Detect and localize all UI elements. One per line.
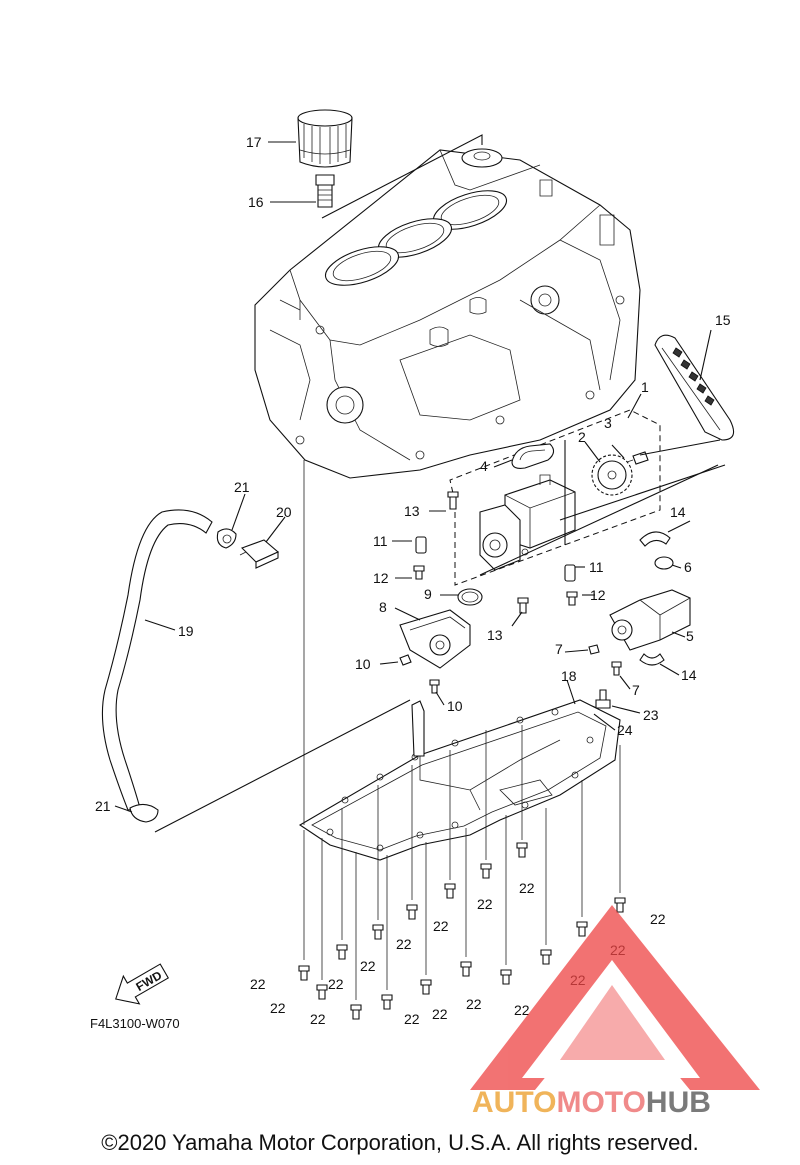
breather-hose — [101, 509, 213, 811]
dowel-pin — [415, 536, 576, 582]
callout-16: 16 — [248, 194, 264, 210]
oil-filter-union-bolt — [315, 174, 335, 208]
callout-22: 22 — [250, 976, 266, 992]
callout-22: 22 — [519, 880, 535, 896]
crankcase — [254, 148, 641, 479]
callout-15: 15 — [715, 312, 731, 328]
oil-strainer — [399, 609, 471, 669]
callout-22: 22 — [328, 976, 344, 992]
watermark-hub: HUB — [645, 1086, 711, 1119]
seal-14b — [639, 653, 665, 666]
callout-17: 17 — [246, 134, 262, 150]
leader-lines — [114, 141, 726, 833]
callout-22: 22 — [310, 1011, 326, 1027]
leader-filter — [321, 134, 483, 219]
bolt-7 — [588, 644, 622, 676]
callout-23: 23 — [643, 707, 659, 723]
callout-11a: 11 — [373, 533, 388, 549]
callout-22: 22 — [270, 1000, 286, 1016]
callout-22: 22 — [432, 1006, 448, 1022]
callout-4: 4 — [480, 458, 488, 474]
sprocket-bolt — [626, 451, 649, 465]
automotohub-logo-icon — [470, 905, 760, 1090]
callout-12a: 12 — [373, 570, 389, 586]
callout-22: 22 — [650, 911, 666, 927]
oil-filter — [297, 109, 353, 168]
callout-13b: 13 — [487, 627, 503, 643]
callout-13a: 13 — [404, 503, 420, 519]
copyright-notice: ©2020 Yamaha Motor Corporation, U.S.A. A… — [101, 1130, 699, 1155]
oil-pump-drive-chain — [654, 334, 735, 441]
callout-22: 22 — [514, 1002, 530, 1018]
callout-21a: 21 — [234, 479, 250, 495]
seal-14a — [639, 531, 671, 547]
oil-pump-sprocket — [591, 454, 633, 496]
callout-2: 2 — [578, 429, 586, 445]
callout-3: 3 — [604, 415, 612, 431]
callout-22: 22 — [477, 896, 493, 912]
watermark-auto: AUTO — [472, 1086, 557, 1119]
bolt-10 — [399, 654, 440, 694]
callout-6: 6 — [684, 559, 692, 575]
diagram-code: F4L3100-W070 — [90, 1016, 180, 1031]
oil-delivery-pipe — [609, 589, 691, 651]
fwd-arrow-icon: FWD — [115, 963, 170, 1005]
bolt-alignment-lines — [303, 460, 621, 1000]
callout-18: 18 — [561, 668, 577, 684]
callout-22: 22 — [396, 936, 412, 952]
callout-22: 22 — [404, 1011, 420, 1027]
callout-9: 9 — [424, 586, 432, 602]
callout-24: 24 — [617, 722, 633, 738]
callout-labels: 17 16 15 1 3 2 4 13 14 11 6 11 12 9 12 8… — [95, 134, 731, 1027]
callout-10a: 10 — [355, 656, 371, 672]
hose-clamp — [129, 528, 237, 823]
oil-pan — [298, 699, 621, 861]
callout-7b: 7 — [632, 682, 640, 698]
bolt-13 — [447, 491, 529, 614]
callout-8: 8 — [379, 599, 387, 615]
oil-pump-body — [479, 474, 576, 571]
watermark-moto: MOTO — [556, 1086, 646, 1119]
breather-fitting — [239, 539, 280, 569]
callout-1: 1 — [641, 379, 649, 395]
callout-12b: 12 — [590, 587, 606, 603]
oil-pan-bolts — [298, 842, 626, 1020]
o-ring-9 — [457, 588, 483, 606]
callout-22: 22 — [360, 958, 376, 974]
drain-bolt — [595, 689, 611, 709]
o-ring-6 — [654, 556, 674, 570]
callout-20: 20 — [276, 504, 292, 520]
watermark-brand: AUTOMOTOHUB — [472, 1086, 711, 1120]
callout-19: 19 — [178, 623, 194, 639]
gasket — [511, 443, 555, 469]
callout-10b: 10 — [447, 698, 463, 714]
callout-7a: 7 — [555, 641, 563, 657]
bolt-12 — [413, 565, 578, 606]
callout-22: 22 — [466, 996, 482, 1012]
callout-14b: 14 — [681, 667, 697, 683]
pump-assembly-box — [449, 409, 661, 586]
callout-5: 5 — [686, 628, 694, 644]
callout-14a: 14 — [670, 504, 686, 520]
callout-11b: 11 — [589, 559, 604, 575]
callout-22: 22 — [433, 918, 449, 934]
callout-21b: 21 — [95, 798, 111, 814]
